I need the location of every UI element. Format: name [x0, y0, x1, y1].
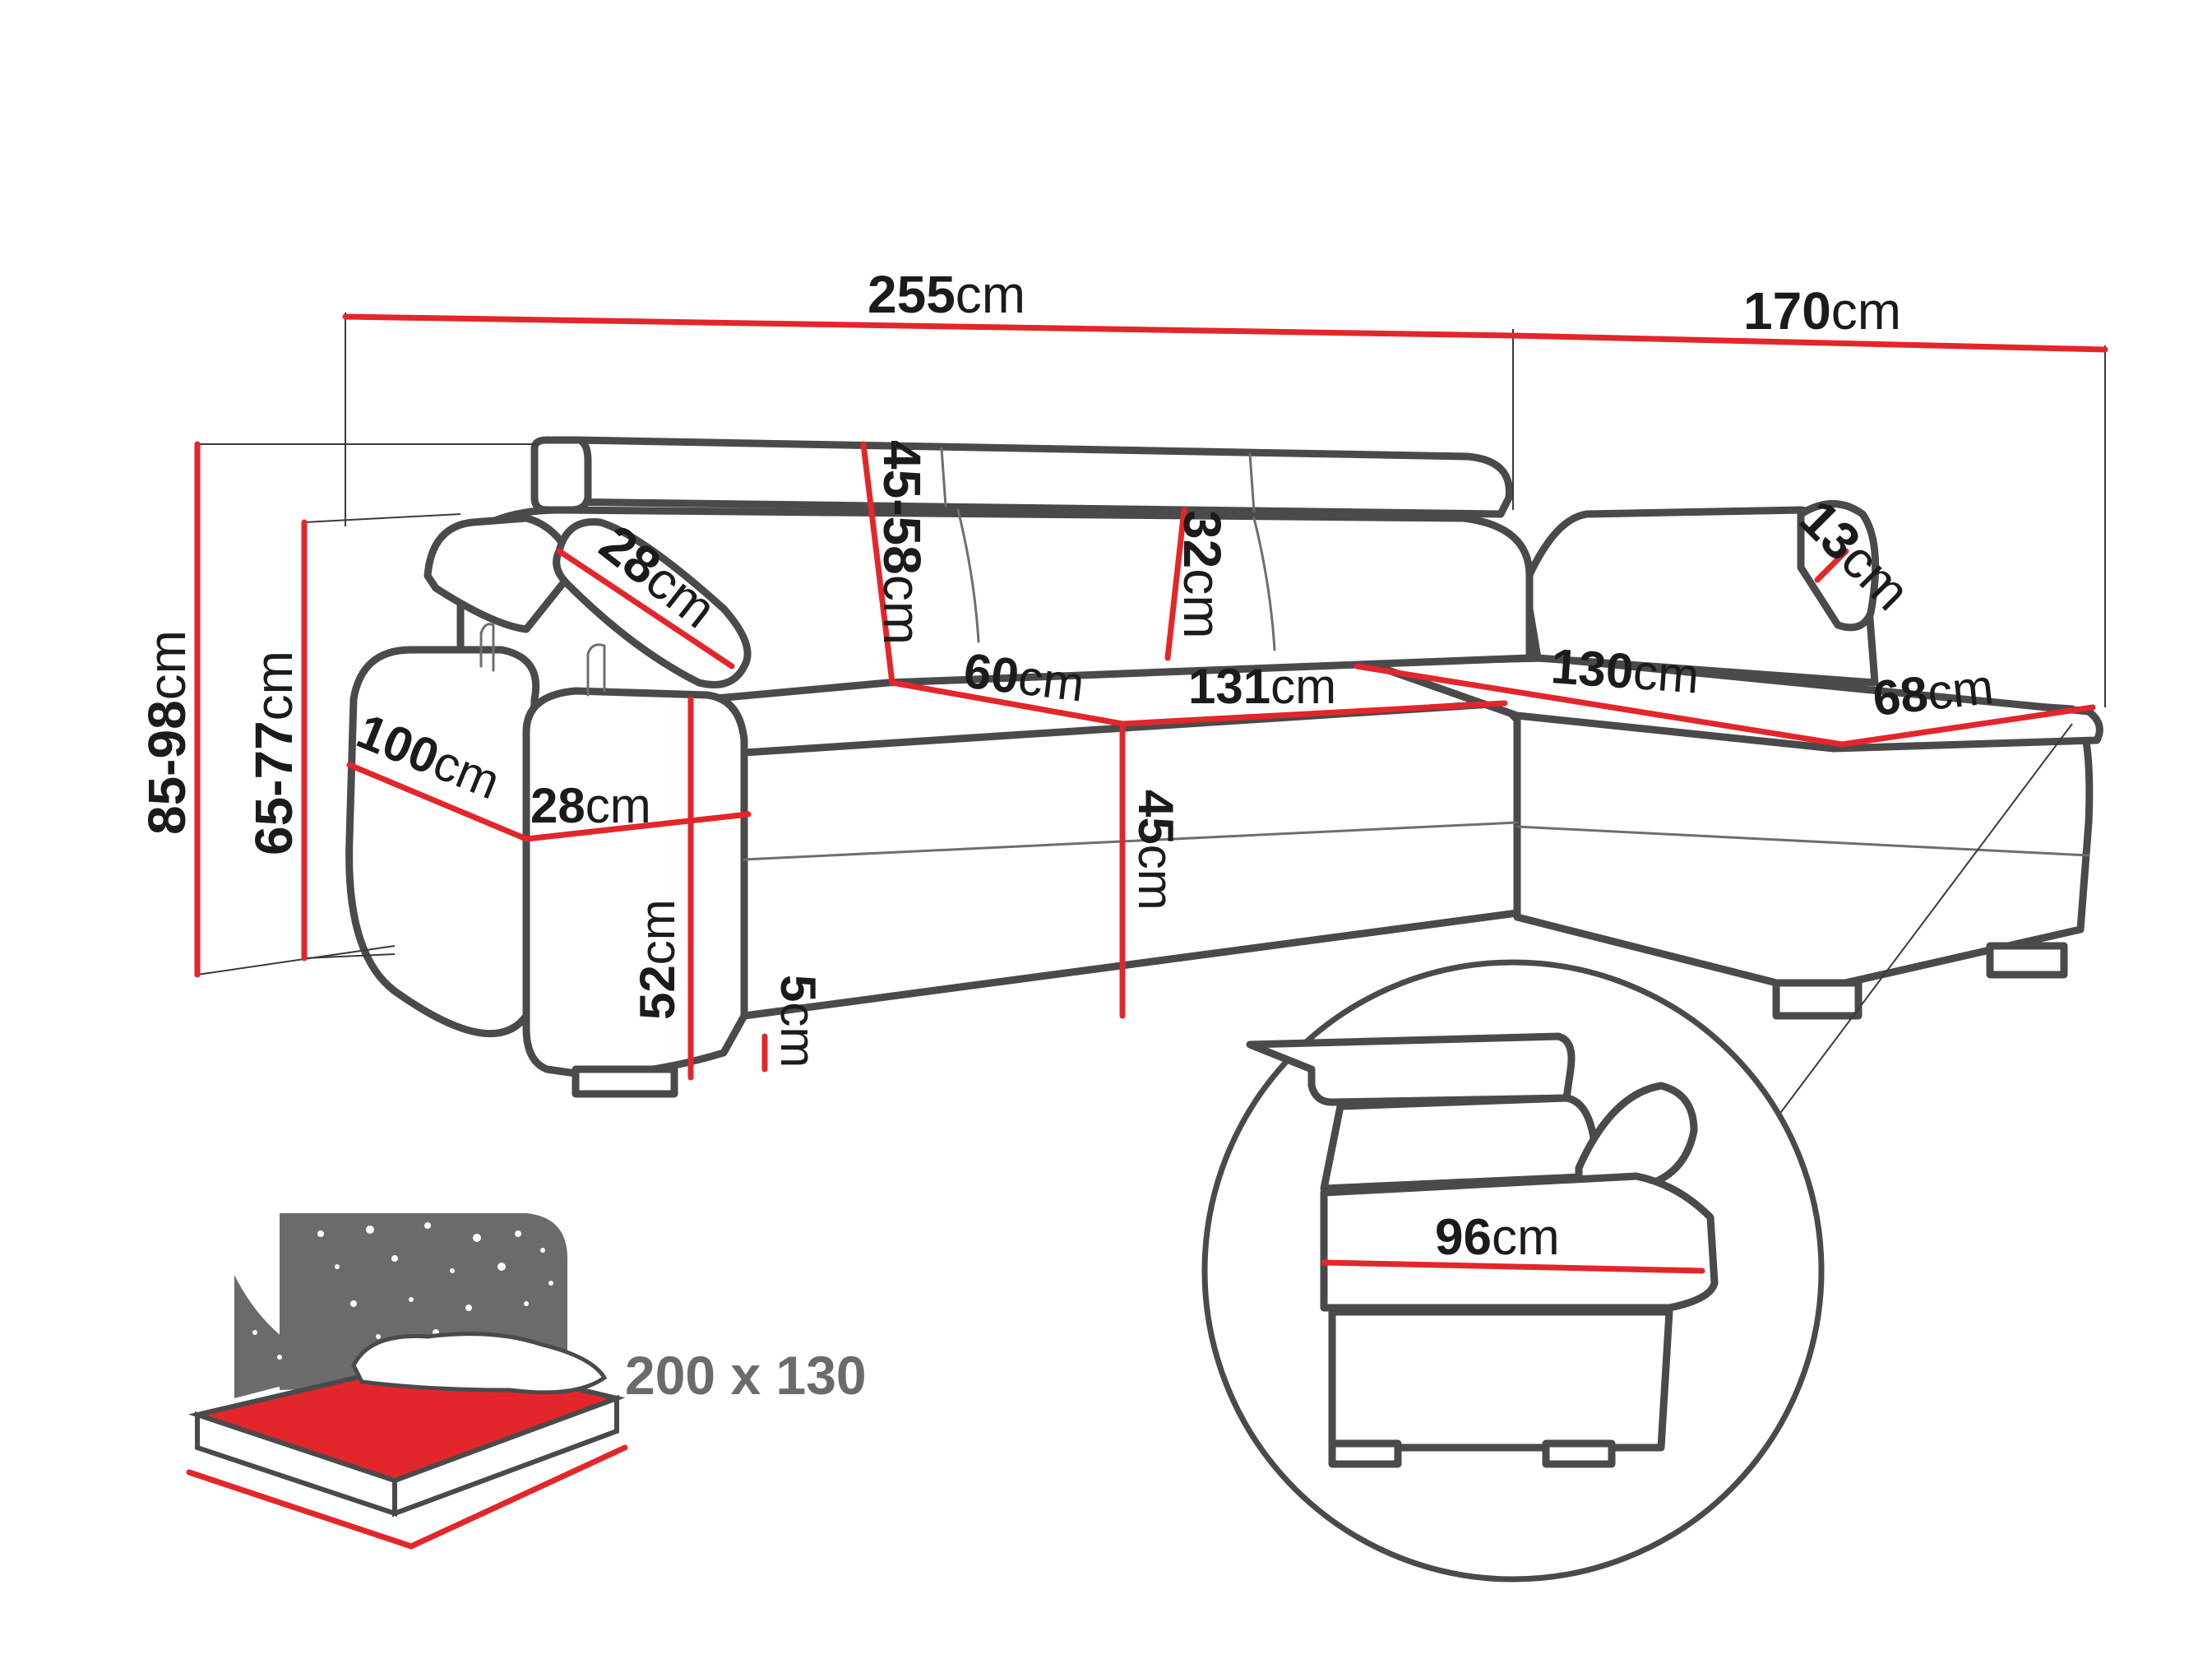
seat-seam: [743, 821, 1519, 861]
star-field: [252, 1222, 553, 1360]
left-hook: [479, 623, 495, 672]
dim-line-170: [1510, 332, 2108, 353]
left-headrest-block: [530, 436, 592, 514]
bed-size-arrow: [186, 1444, 628, 1550]
headrest-divider-1: [940, 447, 947, 507]
label-28-arm: 28cm: [530, 778, 651, 833]
dim-line-131: [1119, 700, 1508, 727]
dim-line-32: [1164, 507, 1187, 661]
label-65-77: 65-77cm: [244, 651, 303, 855]
main-headrest: [534, 436, 1513, 518]
back-seam-2: [1252, 517, 1276, 651]
label-5: 5cm: [770, 975, 826, 1068]
label-32: 32cm: [1173, 510, 1232, 639]
label-45: 45cm: [1128, 790, 1183, 911]
guide-lines: [197, 313, 2106, 975]
dim-line-130: [1354, 663, 1845, 748]
dim-line-96: [1321, 1259, 1705, 1274]
label-52: 52cm: [630, 899, 685, 1020]
label-96: 96cm: [1435, 1209, 1560, 1266]
dimension-lines: [194, 313, 2108, 1274]
chaise-seat: [1361, 654, 2103, 753]
dim-line-60: [889, 679, 1126, 727]
label-85-98: 85-98cm: [137, 630, 197, 835]
bed-night-left: [234, 1275, 345, 1398]
leg-chaise-back: [1986, 942, 2068, 979]
bed-icon: 200 x 130: [186, 1213, 867, 1550]
detail-back: [1320, 1094, 1603, 1193]
dim-line-45-58: [860, 441, 895, 686]
right-hook: [586, 643, 606, 697]
label-45-58: 45-58cm: [872, 440, 932, 645]
zoom-pointer: [1751, 723, 2073, 1152]
chaise-headrest: [1797, 500, 1880, 632]
dim-line-13: [1814, 548, 1849, 583]
leg-chaise-front: [1772, 979, 1863, 1020]
bed-size-label: 200 x 130: [625, 1345, 867, 1406]
dim-line-28-head: [556, 548, 735, 670]
dim-line-28-arm: [523, 811, 752, 842]
label-60: 60cm: [960, 642, 1087, 711]
chaise-seam: [1516, 825, 2090, 857]
detail-front: [1328, 1308, 1673, 1452]
dim-line-68: [1839, 704, 2096, 748]
leg-front-left: [572, 1065, 678, 1098]
detail-seat: [1320, 1172, 1719, 1312]
detail-zoom: [1201, 723, 2073, 1583]
bed-pillow: [351, 1332, 608, 1395]
headrest-divider-2: [1248, 452, 1256, 513]
label-68: 68cm: [1870, 659, 1996, 726]
label-131: 131cm: [1188, 659, 1336, 714]
label-170: 170cm: [1743, 281, 1901, 341]
bed-mattress-side: [392, 1394, 619, 1518]
detail-leg-right: [1542, 1439, 1616, 1468]
dim-line-255: [342, 313, 1516, 339]
detail-leg-left: [1328, 1439, 1402, 1468]
back-seam-1: [956, 508, 980, 643]
label-255: 255cm: [868, 265, 1025, 324]
dim-line-100: [346, 762, 530, 842]
label-130: 130cm: [1549, 638, 1701, 703]
left-outer-arm: [345, 646, 540, 1038]
